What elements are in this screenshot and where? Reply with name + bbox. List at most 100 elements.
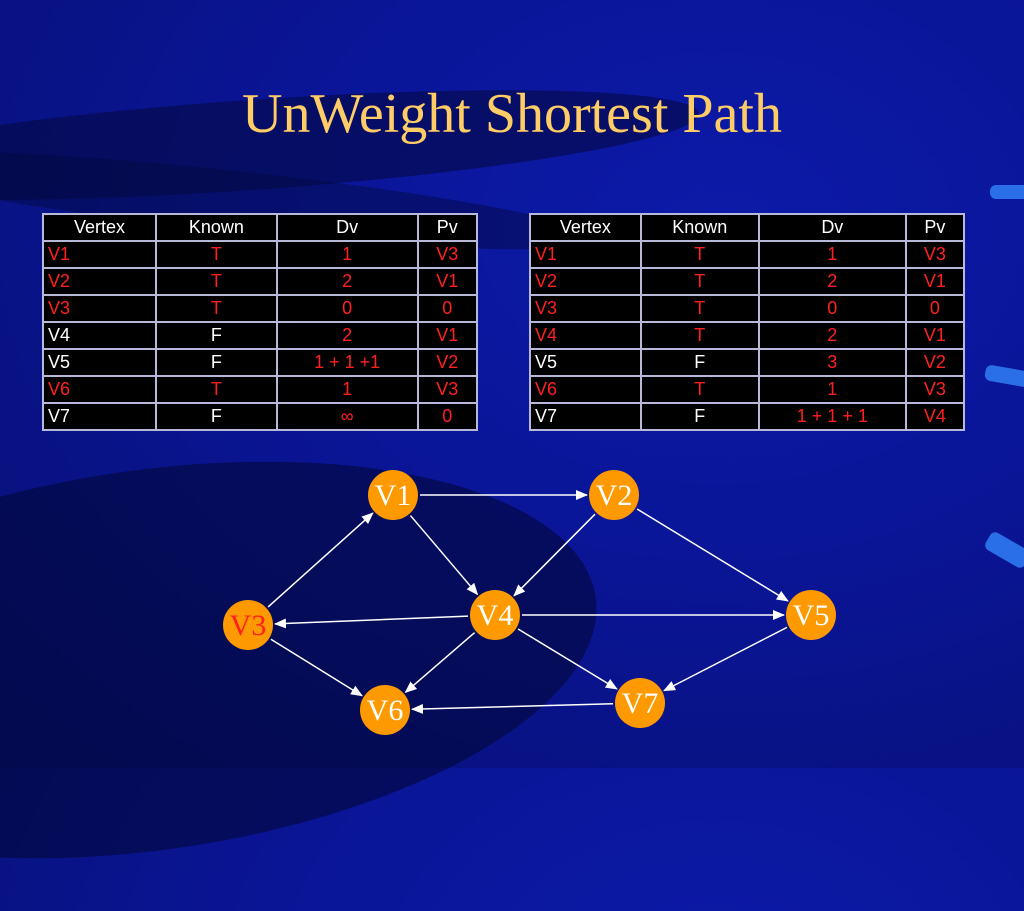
- dv-cell: 1: [275, 240, 419, 269]
- vertex-cell: V7: [41, 402, 158, 431]
- node-label: V3: [230, 609, 267, 642]
- known-cell: T: [639, 267, 760, 296]
- edge-v4-v7: [517, 628, 618, 690]
- vertex-cell: V1: [529, 240, 642, 269]
- node-circle: [470, 590, 520, 640]
- dv-cell: 1 + 1 + 1: [757, 402, 907, 431]
- dv-cell: 1: [275, 375, 419, 404]
- known-cell: T: [155, 375, 278, 404]
- slide-title: UnWeight Shortest Path: [242, 83, 782, 145]
- column-header: Known: [639, 213, 760, 242]
- known-cell: F: [155, 402, 278, 431]
- node-v6: V6: [360, 685, 410, 735]
- node-v5: V5: [786, 590, 836, 640]
- vertex-cell: V2: [529, 267, 642, 296]
- known-cell: T: [639, 375, 760, 404]
- dv-cell: 2: [275, 321, 419, 350]
- edge-v3-v1: [267, 512, 374, 608]
- known-cell: T: [155, 294, 278, 323]
- dv-cell: ∞: [275, 402, 419, 431]
- pv-cell: V4: [904, 402, 966, 431]
- pv-cell: 0: [416, 294, 479, 323]
- dv-cell: 2: [757, 321, 907, 350]
- column-header: Vertex: [41, 213, 158, 242]
- node-label: V2: [596, 479, 633, 512]
- column-header: Pv: [904, 213, 966, 242]
- pv-cell: V2: [416, 348, 479, 377]
- node-circle: [368, 470, 418, 520]
- known-cell: T: [155, 267, 278, 296]
- pv-cell: V3: [416, 240, 479, 269]
- node-circle: [360, 685, 410, 735]
- known-cell: T: [639, 321, 760, 350]
- edge-v2-v4: [513, 513, 596, 597]
- node-circle: [786, 590, 836, 640]
- column-header: Dv: [757, 213, 907, 242]
- background-accent: [990, 185, 1024, 199]
- node-label: V1: [375, 479, 412, 512]
- known-cell: F: [155, 321, 278, 350]
- edge-v3-v6: [270, 638, 363, 697]
- dv-cell: 1: [757, 240, 907, 269]
- node-label: V6: [367, 694, 404, 727]
- vertex-cell: V3: [41, 294, 158, 323]
- pv-cell: V2: [904, 348, 966, 377]
- pv-cell: V1: [904, 321, 966, 350]
- dv-cell: 2: [275, 267, 419, 296]
- vertex-cell: V2: [41, 267, 158, 296]
- dv-cell: 0: [275, 294, 419, 323]
- edge-v4-v3: [273, 615, 469, 629]
- node-v3: V3: [223, 600, 273, 650]
- node-label: V7: [622, 687, 659, 720]
- pv-cell: 0: [904, 294, 966, 323]
- vertex-cell: V1: [41, 240, 158, 269]
- known-cell: F: [639, 402, 760, 431]
- vertex-cell: V4: [529, 321, 642, 350]
- node-label: V5: [793, 599, 830, 632]
- node-v1: V1: [368, 470, 418, 520]
- dv-cell: 3: [757, 348, 907, 377]
- column-header: Known: [155, 213, 278, 242]
- pv-cell: V3: [904, 240, 966, 269]
- edge-v7-v6: [410, 702, 614, 714]
- dv-cell: 1 + 1 +1: [275, 348, 419, 377]
- node-circle: [615, 678, 665, 728]
- dv-cell: 2: [757, 267, 907, 296]
- pv-cell: V3: [416, 375, 479, 404]
- vertex-cell: V6: [529, 375, 642, 404]
- pv-cell: V1: [904, 267, 966, 296]
- edge-v2-v5: [636, 508, 789, 602]
- vertex-cell: V7: [529, 402, 642, 431]
- column-header: Dv: [275, 213, 419, 242]
- node-v4: V4: [470, 590, 520, 640]
- vertex-cell: V5: [529, 348, 642, 377]
- known-cell: T: [639, 294, 760, 323]
- vertex-cell: V4: [41, 321, 158, 350]
- pv-cell: 0: [416, 402, 479, 431]
- column-header: Pv: [416, 213, 479, 242]
- known-cell: T: [155, 240, 278, 269]
- dv-cell: 1: [757, 375, 907, 404]
- vertex-cell: V5: [41, 348, 158, 377]
- known-cell: F: [639, 348, 760, 377]
- known-cell: F: [155, 348, 278, 377]
- node-circle: [223, 600, 273, 650]
- dv-cell: 0: [757, 294, 907, 323]
- pv-cell: V1: [416, 321, 479, 350]
